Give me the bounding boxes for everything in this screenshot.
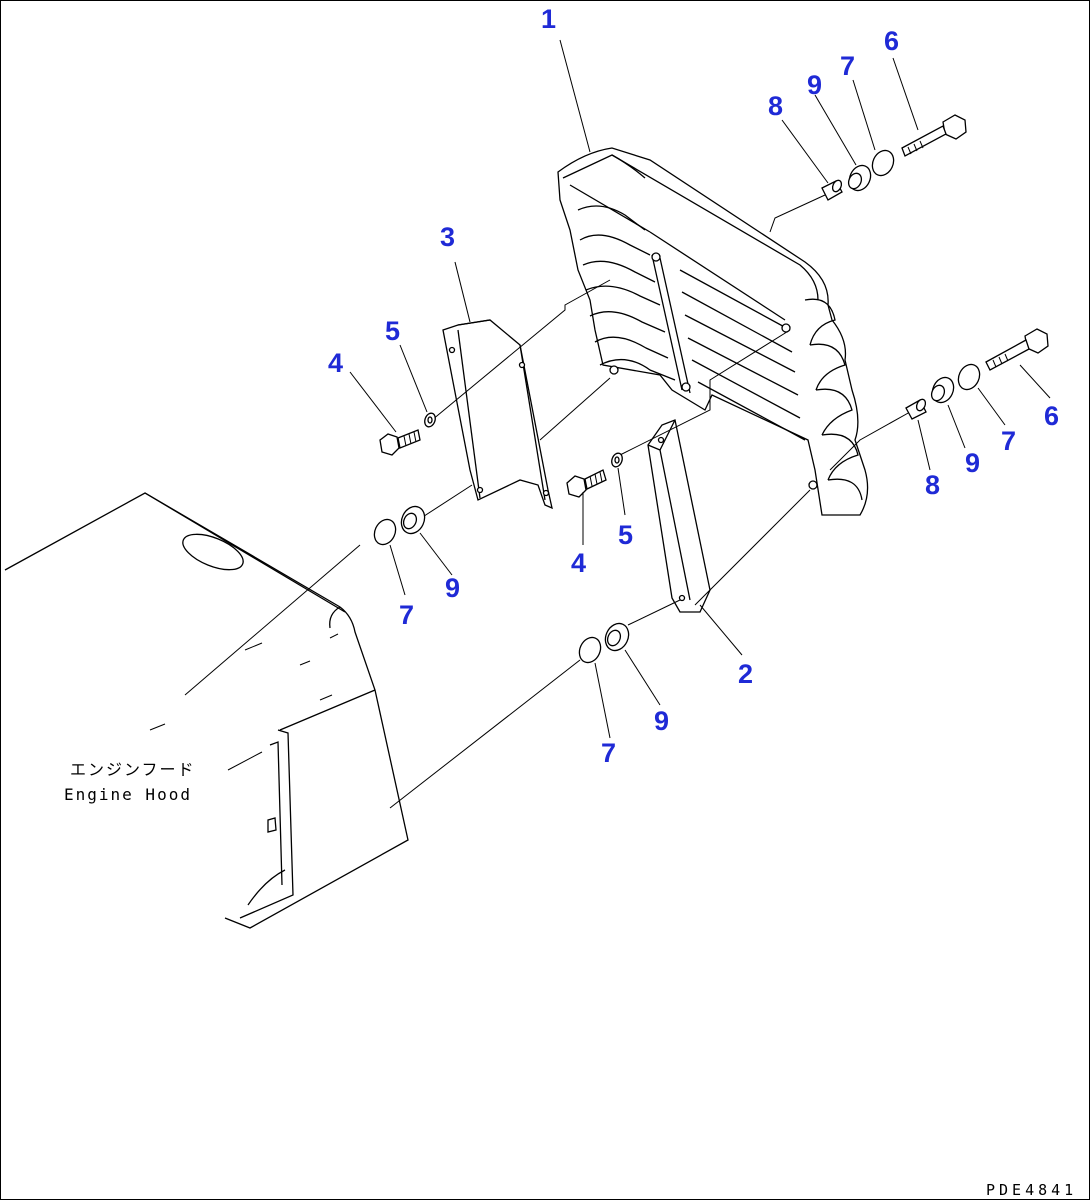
collar-9-bottom <box>604 622 630 652</box>
bolt-4-left <box>379 429 421 456</box>
part-3-bracket <box>442 319 553 510</box>
callout-6-top: 6 <box>884 26 899 56</box>
callout-2: 2 <box>738 659 753 689</box>
collar-9-top <box>847 164 872 192</box>
washer-5-left <box>424 412 436 428</box>
collar-9-right <box>930 376 955 404</box>
callout-9-bottom: 9 <box>654 706 669 736</box>
callout-5-left: 5 <box>385 316 400 346</box>
callout-5-center: 5 <box>618 520 633 550</box>
washer-7-top <box>871 149 895 177</box>
callout-7-right: 7 <box>1001 426 1016 456</box>
bushing-8-top <box>821 179 843 201</box>
engine-hood <box>4 492 409 929</box>
callout-7-bottom: 7 <box>601 738 616 768</box>
callout-4-center: 4 <box>571 548 586 578</box>
callout-9-left: 9 <box>445 573 460 603</box>
callout-6-right: 6 <box>1044 401 1059 431</box>
washer-7-right <box>957 363 981 391</box>
callout-9-right: 9 <box>965 448 980 478</box>
leader-lines <box>184 194 911 809</box>
callout-leaders <box>227 39 1051 771</box>
callout-1: 1 <box>541 4 556 34</box>
callout-9-top: 9 <box>807 70 822 100</box>
bushing-8-right <box>905 398 927 420</box>
washer-5-center <box>611 452 623 468</box>
collar-9-left <box>400 505 426 535</box>
washer-7-bottom <box>578 636 602 664</box>
callout-8-right: 8 <box>925 470 940 500</box>
part-2-strip <box>647 419 711 613</box>
bolt-6-top <box>901 114 967 157</box>
washer-7-left <box>373 518 397 546</box>
callout-numbers: 1 2 3 4 4 5 5 6 6 7 7 7 7 8 8 9 9 9 9 <box>328 4 1059 768</box>
part-1-grille <box>557 147 869 516</box>
callout-7-left: 7 <box>399 600 414 630</box>
callout-4-left: 4 <box>328 348 343 378</box>
callout-7-top: 7 <box>840 51 855 81</box>
callout-3: 3 <box>440 222 455 252</box>
bolt-6-right <box>985 328 1049 371</box>
engine-hood-label-en: Engine Hood <box>64 785 192 804</box>
engine-hood-label-jp: エンジンフード <box>70 760 196 779</box>
drawing-code: PDE4841 <box>986 1181 1077 1199</box>
bolt-4-center <box>566 469 607 498</box>
callout-8-top: 8 <box>768 91 783 121</box>
